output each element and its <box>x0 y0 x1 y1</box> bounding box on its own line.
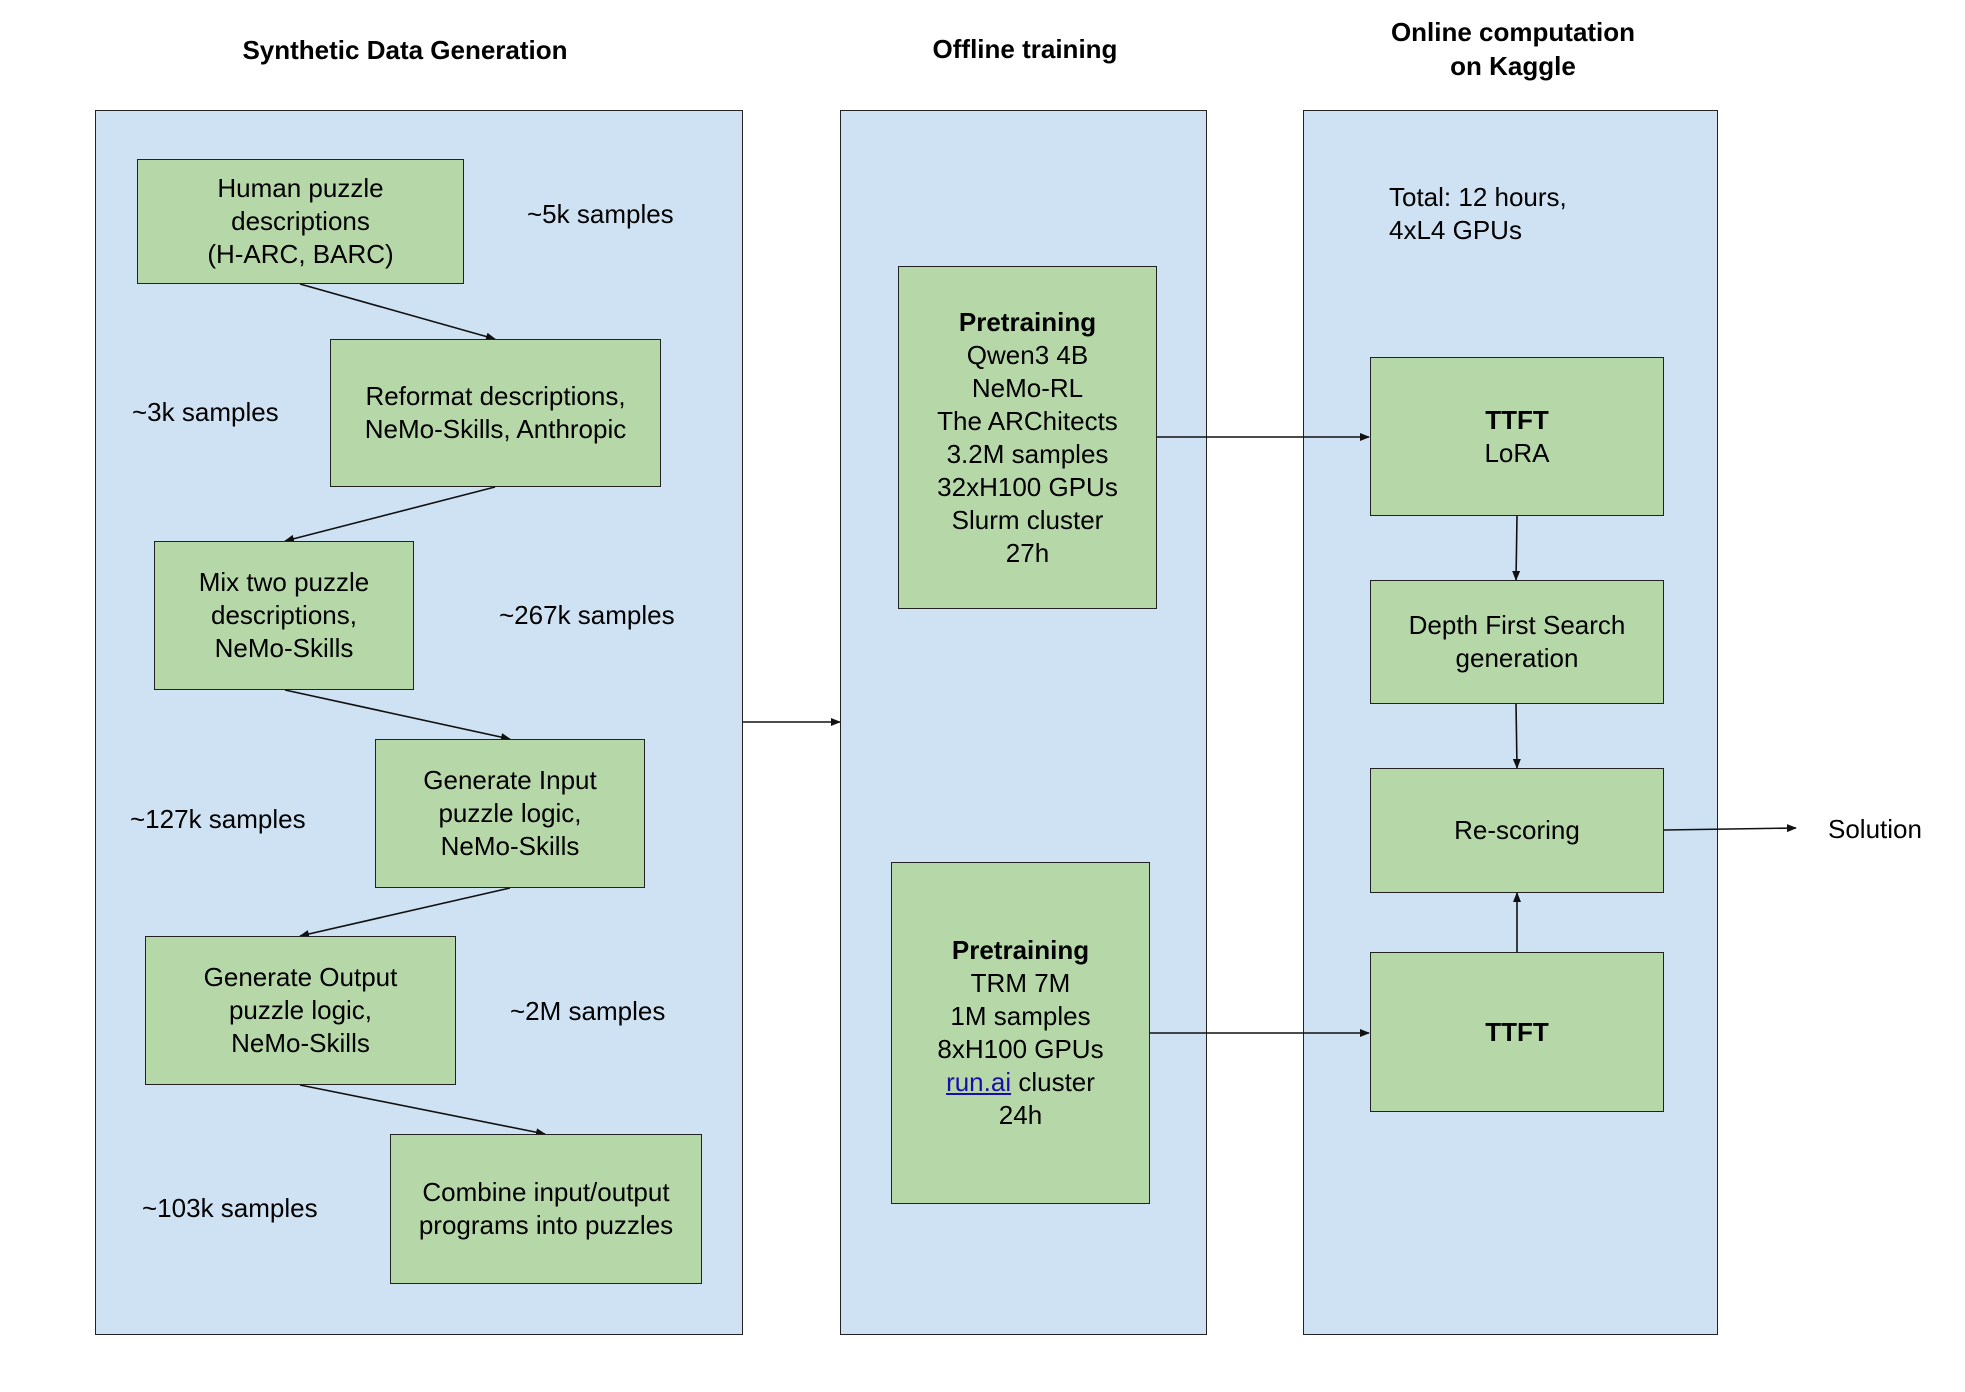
pretraining-qwen-line7: 27h <box>1005 537 1050 568</box>
arrow-box4-box5 <box>299 887 511 938</box>
pretraining-trm-title: Pretraining <box>951 935 1090 965</box>
total-resources-label: Total: 12 hours, 4xL4 GPUs <box>1389 181 1567 247</box>
synthetic-panel <box>95 110 743 1335</box>
ttft-box: TTFT <box>1370 952 1664 1112</box>
arrow-box2-box3 <box>284 486 496 543</box>
box5-line2: puzzle logic, <box>228 995 373 1025</box>
arrow-ttft1-dfs <box>1512 515 1521 581</box>
box6-line1: Combine input/output <box>422 1177 670 1207</box>
dfs-line2: generation <box>1455 643 1579 673</box>
sample-count-3k: ~3k samples <box>132 397 279 427</box>
arrow-box5-box6 <box>299 1084 546 1137</box>
pretraining-qwen-title: Pretraining <box>958 306 1097 337</box>
box1-line2: descriptions <box>231 206 370 236</box>
box4-line3: NeMo-Skills <box>440 831 580 861</box>
cluster-text: cluster <box>1011 1067 1095 1097</box>
ttft-title: TTFT <box>1485 1016 1549 1047</box>
online-title-line2: on Kaggle <box>1450 51 1576 81</box>
pretraining-qwen-line4: 3.2M samples <box>946 438 1109 469</box>
arrow-box3-box4 <box>284 689 511 741</box>
box1-line3: (H-ARC, BARC) <box>207 239 394 269</box>
runai-link[interactable]: run.ai <box>946 1067 1012 1097</box>
sample-count-267k: ~267k samples <box>499 600 675 630</box>
box6-line2: programs into puzzles <box>418 1210 674 1240</box>
pretraining-trm-box: Pretraining TRM 7M 1M samples 8xH100 GPU… <box>891 862 1150 1204</box>
ttft-lora-title: TTFT <box>1485 404 1549 435</box>
sample-count-5k: ~5k samples <box>527 199 674 229</box>
pretraining-qwen-line1: Qwen3 4B <box>966 339 1089 370</box>
pretraining-trm-cluster-line: run.ai cluster <box>946 1066 1095 1099</box>
total-line1: Total: 12 hours, <box>1389 182 1567 212</box>
sample-count-2m: ~2M samples <box>510 996 666 1026</box>
online-panel <box>1303 110 1718 1335</box>
rescoring-label: Re-scoring <box>1454 815 1580 845</box>
ttft-lora-box: TTFT LoRA <box>1370 357 1664 516</box>
offline-training-title: Offline training <box>932 34 1118 64</box>
generate-input-puzzle-logic-box: Generate Input puzzle logic, NeMo-Skills <box>375 739 645 888</box>
pretraining-trm-line3: 8xH100 GPUs <box>937 1034 1104 1064</box>
arrow-dfs-rescoring <box>1512 703 1521 769</box>
generate-output-puzzle-logic-box: Generate Output puzzle logic, NeMo-Skill… <box>145 936 456 1085</box>
depth-first-search-box: Depth First Search generation <box>1370 580 1664 704</box>
arrow-box1-box2 <box>299 283 496 341</box>
rescoring-box: Re-scoring <box>1370 768 1664 893</box>
mix-two-puzzle-descriptions-box: Mix two puzzle descriptions, NeMo-Skills <box>154 541 414 690</box>
synthetic-data-generation-title: Synthetic Data Generation <box>242 35 568 65</box>
pretraining-qwen-line2: NeMo-RL <box>971 372 1084 403</box>
box3-line3: NeMo-Skills <box>214 633 354 663</box>
box5-line3: NeMo-Skills <box>231 1028 370 1058</box>
box4-line1: Generate Input <box>423 765 597 795</box>
box3-line1: Mix two puzzle <box>198 567 370 597</box>
pretraining-trm-line5: 24h <box>998 1100 1043 1130</box>
sample-count-103k: ~103k samples <box>142 1193 318 1223</box>
box5-line1: Generate Output <box>203 962 398 992</box>
solution-label: Solution <box>1828 814 1922 844</box>
box3-line2: descriptions, <box>211 600 357 630</box>
pretraining-trm-line1: TRM 7M <box>970 968 1071 998</box>
sample-count-127k: ~127k samples <box>130 804 306 834</box>
reformat-descriptions-box: Reformat descriptions, NeMo-Skills, Anth… <box>330 339 661 487</box>
pretraining-qwen-line5: 32xH100 GPUs <box>937 471 1118 502</box>
pretraining-qwen-line6: Slurm cluster <box>951 504 1104 535</box>
ttft-lora-sub: LoRA <box>1484 437 1550 468</box>
total-line2: 4xL4 GPUs <box>1389 215 1522 245</box>
combine-programs-box: Combine input/output programs into puzzl… <box>390 1134 702 1284</box>
pretraining-qwen-box: Pretraining Qwen3 4B NeMo-RL The ARChite… <box>898 266 1157 609</box>
online-title-line1: Online computation <box>1390 17 1636 47</box>
online-computation-title: Online computation on Kaggle <box>1303 15 1723 83</box>
pretraining-trm-line2: 1M samples <box>950 1001 1091 1031</box>
box2-line1: Reformat descriptions, <box>365 381 626 411</box>
dfs-line1: Depth First Search <box>1408 610 1626 640</box>
box4-line2: puzzle logic, <box>438 798 582 828</box>
pretraining-qwen-line3: The ARChitects <box>937 405 1118 436</box>
box1-line1: Human puzzle <box>217 173 384 203</box>
arrow-rescoring-solution <box>1663 824 1797 833</box>
human-puzzle-descriptions-box: Human puzzle descriptions (H-ARC, BARC) <box>137 159 464 284</box>
box2-line2: NeMo-Skills, Anthropic <box>364 414 627 444</box>
